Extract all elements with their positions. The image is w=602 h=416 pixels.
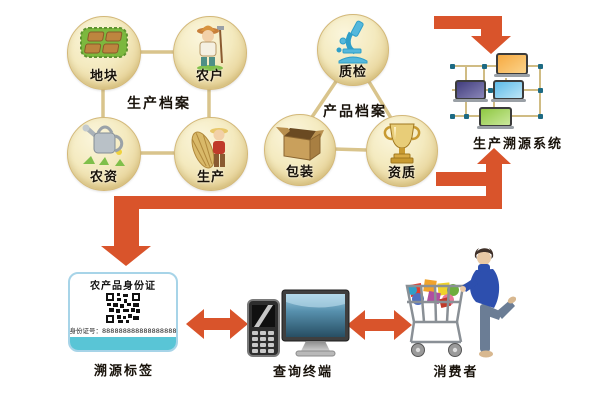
consumer-caption: 消费者 (433, 365, 479, 380)
box-icon (276, 127, 324, 161)
node-inputs: 农资 (67, 117, 141, 191)
node-plot-label: 地块 (89, 69, 118, 84)
network-icon (450, 53, 543, 129)
node-packaging-label: 包装 (285, 165, 314, 180)
microscope-icon (336, 20, 368, 64)
field-icon (80, 27, 128, 58)
node-quality-check-label: 质检 (338, 65, 367, 80)
monitor-icon (281, 289, 350, 357)
card-id-number: 身份证号：888888888888888888 (69, 327, 177, 335)
node-farmer: 农户 (173, 16, 247, 90)
laptop-blue (491, 80, 526, 102)
node-certification-label: 资质 (387, 166, 416, 181)
node-packaging: 包装 (264, 114, 336, 186)
arrow-system-to-label (101, 196, 502, 266)
query-terminal (247, 289, 350, 357)
production-archive-title: 生产档案 (127, 96, 191, 112)
card-title: 农产品身份证 (90, 281, 156, 292)
card-color-strip (70, 337, 176, 350)
arrow-label-terminal (186, 309, 248, 339)
cart-frame (405, 277, 479, 344)
system-title: 生产溯源系统 (472, 137, 563, 152)
farmer-icon (197, 25, 224, 71)
node-inputs-label: 农资 (89, 170, 118, 185)
arrow-into-system-top (434, 16, 511, 54)
person (460, 248, 516, 358)
label-caption: 溯源标签 (93, 364, 154, 379)
node-produce-label: 生产 (196, 170, 225, 185)
arrow-cert-to-system (436, 148, 511, 209)
watering-can-icon (82, 124, 125, 166)
product-archive-title: 产品档案 (323, 104, 387, 120)
node-plot: 地块 (67, 16, 141, 90)
harvest-icon (191, 128, 228, 169)
shopper-cart-icon (405, 248, 516, 358)
laptop-purple (453, 80, 488, 102)
trophy-icon (383, 123, 421, 164)
arrow-terminal-consumer (347, 310, 412, 340)
node-quality-check: 质检 (317, 14, 389, 86)
terminal-caption: 查询终端 (272, 365, 333, 380)
node-farmer-label: 农户 (195, 69, 224, 84)
laptop-green (477, 107, 514, 129)
node-certification: 资质 (366, 115, 438, 187)
traceability-label-card: 农产品身份证 身份证号：888888888888888888 (68, 272, 178, 352)
qr-code (106, 293, 140, 323)
laptop-orange (494, 53, 530, 77)
node-produce: 生产 (174, 117, 248, 191)
mobile-phone-icon (247, 299, 280, 357)
groceries (407, 279, 459, 309)
